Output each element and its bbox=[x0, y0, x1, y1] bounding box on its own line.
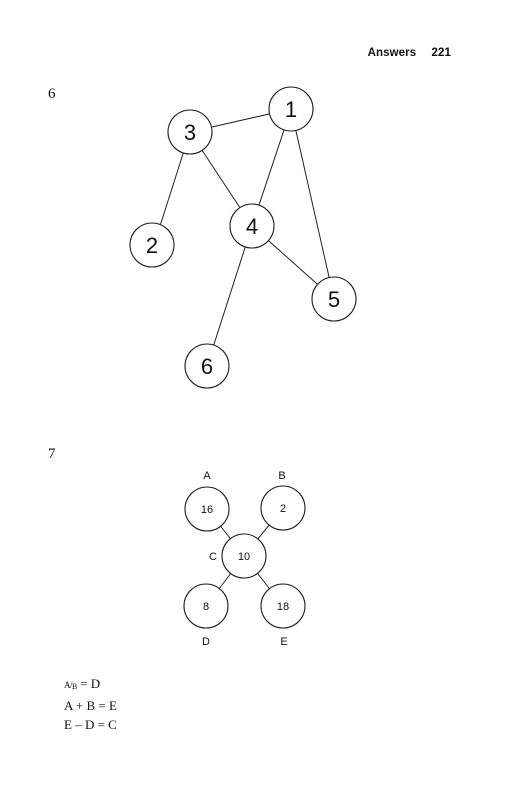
node-c-value: 10 bbox=[238, 551, 250, 563]
node-d-value: 8 bbox=[203, 601, 209, 613]
node-b: 2 bbox=[260, 485, 306, 531]
diagram-q7: 16 2 10 8 18 A B C D E bbox=[183, 470, 306, 648]
node-6: 6 bbox=[184, 343, 230, 389]
node-5-label: 5 bbox=[328, 287, 340, 312]
node-6-label: 6 bbox=[201, 354, 213, 379]
equation-2: A + B = E bbox=[64, 698, 117, 713]
label-e: E bbox=[280, 636, 287, 648]
node-e: 18 bbox=[260, 583, 306, 629]
node-2-label: 2 bbox=[146, 233, 158, 258]
node-c: 10 bbox=[221, 533, 267, 579]
running-head: Answers bbox=[367, 47, 417, 59]
label-d: D bbox=[202, 636, 210, 648]
page-header: Answers 221 bbox=[368, 47, 451, 59]
label-c: C bbox=[209, 551, 217, 563]
node-3: 3 bbox=[167, 109, 213, 155]
node-4-label: 4 bbox=[246, 214, 258, 239]
node-2: 2 bbox=[129, 222, 175, 268]
fraction-denominator: B bbox=[72, 682, 77, 691]
equation-1-rest: = D bbox=[76, 676, 101, 691]
node-5: 5 bbox=[311, 276, 357, 322]
node-a: 16 bbox=[184, 486, 230, 532]
node-4: 4 bbox=[229, 203, 275, 249]
question-6-number: 6 bbox=[48, 86, 56, 102]
label-b: B bbox=[278, 470, 285, 482]
fraction-a-over-b: A/B bbox=[64, 680, 77, 691]
label-a: A bbox=[203, 470, 211, 482]
node-1-label: 1 bbox=[285, 97, 297, 122]
node-e-value: 18 bbox=[277, 601, 289, 613]
node-1: 1 bbox=[268, 86, 314, 132]
edge-1-5 bbox=[290, 108, 335, 300]
fraction-numerator: A bbox=[64, 680, 71, 690]
edge-4-6 bbox=[206, 225, 253, 367]
graph-q6: 1 2 3 4 5 6 bbox=[129, 86, 357, 389]
node-b-value: 2 bbox=[280, 503, 286, 515]
equation-1: A/B = D bbox=[64, 674, 117, 696]
equations: A/B = D A + B = E E – D = C bbox=[64, 674, 117, 734]
node-3-label: 3 bbox=[184, 120, 196, 145]
node-d: 8 bbox=[183, 583, 229, 629]
node-a-value: 16 bbox=[201, 504, 213, 516]
page-number: 221 bbox=[431, 47, 451, 59]
equation-3: E – D = C bbox=[64, 717, 117, 732]
question-7-number: 7 bbox=[48, 446, 56, 462]
